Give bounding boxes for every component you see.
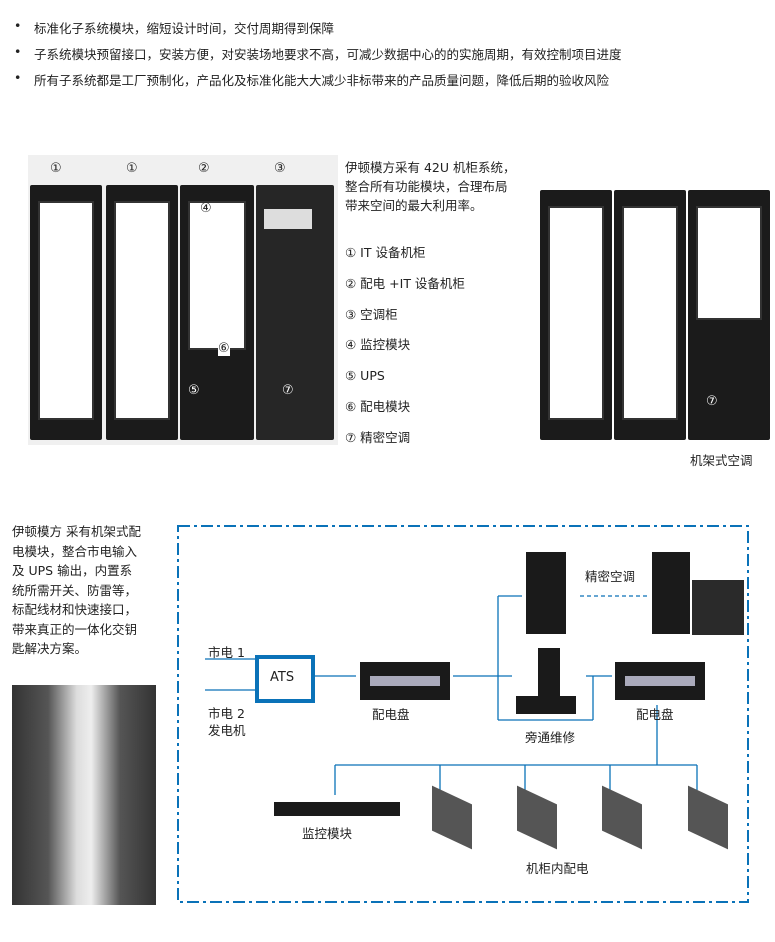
monitor-label: 监控模块	[302, 826, 353, 841]
bullet-text: 子系统模块预留接口，安装方便，对安装场地要求不高，可减少数据中心的的实施周期，有…	[34, 47, 622, 62]
it-cabinet	[106, 185, 178, 440]
pdb-device	[615, 662, 705, 700]
legend-item: ③ 空调柜	[345, 306, 398, 322]
diagram-border	[177, 525, 749, 903]
rack-pdu-label: 机柜内配电	[526, 861, 589, 876]
bullet: 标准化子系统模块，缩短设计时间，交付周期得到保障	[14, 18, 334, 37]
ups-base	[516, 696, 576, 714]
intro-line: 伊顿模方采有 42U 机柜系统，	[345, 160, 516, 175]
pdu-it-cabinet: ④ ⑥ ⑤	[180, 185, 254, 440]
side-line: 匙解决方案。	[12, 641, 88, 656]
side-line: 伊顿模方 采有机架式配	[12, 524, 141, 539]
ac-label: 精密空调	[585, 569, 636, 584]
ats-label: ATS	[270, 670, 295, 685]
pdb2-label: 配电盘	[636, 707, 674, 722]
legend-item: ④ 监控模块	[345, 337, 411, 353]
callout: ⑦	[706, 394, 718, 409]
side-line: 统所需开关、防雷等，	[12, 582, 138, 598]
precision-ac-device	[652, 552, 690, 634]
ups-device	[538, 648, 560, 698]
intro-text: 伊顿模方采有 42U 机柜系统， 整合所有功能模块，合理布局 带来空间的最大利用…	[345, 158, 516, 215]
side-line: 标配线材和快速接口，	[12, 602, 138, 617]
legend-item: ⑥ 配电模块	[345, 398, 411, 414]
legend-item: ⑤ UPS	[345, 368, 385, 384]
cabinet-system-image: ① ① ② ③ ④ ⑥ ⑤ ⑦	[28, 155, 338, 445]
side-line: 及 UPS 输出，内置系	[12, 563, 133, 578]
datacenter-photo	[12, 685, 156, 905]
mains2-label: 市电 2	[208, 706, 245, 721]
callout: ⑦	[282, 383, 294, 398]
it-cabinet	[30, 185, 102, 440]
side-line: 电模块，整合市电输入	[12, 543, 138, 559]
intro-line: 带来空间的最大利用率。	[345, 198, 483, 213]
generator-label: 发电机	[208, 723, 246, 738]
bullet-text: 标准化子系统模块，缩短设计时间，交付周期得到保障	[34, 21, 335, 36]
legend-item: ⑦ 精密空调	[345, 429, 411, 445]
legend: ① IT 设备机柜 ② 配电 +IT 设备机柜 ③ 空调柜 ④ 监控模块 ⑤ U…	[345, 238, 465, 454]
bullet: 所有子系统都是工厂预制化，产品化及标准化能大大减少非标带来的产品质量问题，降低后…	[14, 70, 609, 89]
mains1-label: 市电 1	[208, 645, 245, 660]
ats-box	[255, 655, 315, 703]
legend-item: ① IT 设备机柜	[345, 245, 426, 260]
cabinet-label: ②	[198, 161, 210, 176]
cabinet-label: ①	[126, 161, 138, 176]
bullet: 子系统模块预留接口，安装方便，对安装场地要求不高，可减少数据中心的的实施周期，有…	[14, 44, 622, 63]
bypass-label: 旁通维修	[525, 730, 576, 745]
legend-item: ② 配电 +IT 设备机柜	[345, 275, 465, 291]
rack-ac-image: ⑦	[540, 190, 772, 440]
side-text: 伊顿模方 采有机架式配 电模块，整合市电输入 及 UPS 输出，内置系 统所需开…	[12, 522, 141, 659]
ac-outdoor-unit	[692, 580, 744, 635]
ac-cabinet: ⑦	[256, 185, 334, 440]
cabinet-label: ①	[50, 161, 62, 176]
pdb-device	[360, 662, 450, 700]
rack-ac-caption: 机架式空调	[690, 453, 753, 468]
cabinet-label: ③	[274, 161, 286, 176]
precision-ac-device	[526, 552, 566, 634]
bullet-text: 所有子系统都是工厂预制化，产品化及标准化能大大减少非标带来的产品质量问题，降低后…	[34, 73, 610, 88]
intro-line: 整合所有功能模块，合理布局	[345, 179, 508, 194]
callout: ⑥	[218, 341, 230, 356]
side-line: 带来真正的一体化交钥	[12, 621, 138, 637]
pdb1-label: 配电盘	[372, 707, 410, 722]
monitor-device	[274, 802, 400, 816]
callout: ⑤	[188, 383, 200, 398]
callout: ④	[200, 201, 212, 216]
